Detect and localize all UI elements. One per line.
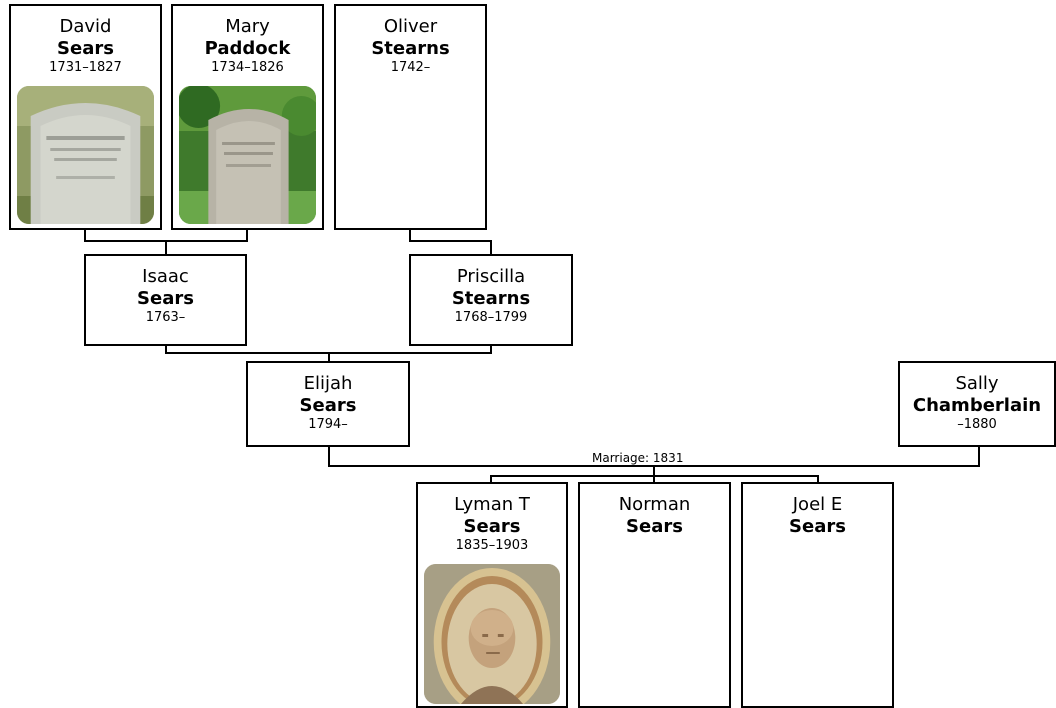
person-given-name: Sally xyxy=(955,373,999,394)
connector-line xyxy=(490,345,492,354)
person-given-name: Norman xyxy=(618,494,691,515)
person-card-oliver-stearns[interactable]: Oliver Stearns 1742– xyxy=(334,4,487,230)
connector-line xyxy=(328,352,330,362)
connector-line xyxy=(978,446,980,467)
person-card-isaac-sears[interactable]: Isaac Sears 1763– xyxy=(84,254,247,346)
connector-line xyxy=(328,446,330,467)
person-surname: Chamberlain xyxy=(912,395,1042,416)
person-given-name: David xyxy=(59,16,112,37)
gravestone-photo xyxy=(179,86,316,224)
person-dates: 1835–1903 xyxy=(455,538,529,553)
person-given-name: Oliver xyxy=(383,16,438,37)
connector-line xyxy=(409,229,411,242)
person-dates: –1880 xyxy=(957,417,997,432)
person-card-david-sears[interactable]: David Sears 1731–1827 xyxy=(9,4,162,230)
connector-line xyxy=(246,229,248,242)
person-dates: 1768–1799 xyxy=(454,310,528,325)
connector-line xyxy=(490,475,492,483)
connector-line xyxy=(165,345,167,354)
person-surname: Stearns xyxy=(371,38,450,59)
person-card-joel-sears[interactable]: Joel E Sears xyxy=(741,482,894,708)
person-dates: 1763– xyxy=(145,310,186,325)
connector-line xyxy=(817,475,819,483)
person-card-elijah-sears[interactable]: Elijah Sears 1794– xyxy=(246,361,410,447)
person-dates: 1794– xyxy=(308,417,348,432)
connector-line xyxy=(409,240,492,242)
person-given-name: Lyman T xyxy=(454,494,530,515)
portrait-photo xyxy=(424,564,560,704)
person-surname: Sears xyxy=(299,395,357,416)
person-card-mary-paddock[interactable]: Mary Paddock 1734–1826 xyxy=(171,4,324,230)
person-card-lyman-sears[interactable]: Lyman T Sears 1835–1903 xyxy=(416,482,568,708)
person-dates: 1734–1826 xyxy=(211,60,284,75)
person-dates: 1731–1827 xyxy=(49,60,122,75)
person-surname: Sears xyxy=(57,38,114,59)
gravestone-photo xyxy=(17,86,154,224)
connector-line xyxy=(653,465,655,477)
connector-line xyxy=(653,475,655,483)
person-given-name: Priscilla xyxy=(456,266,526,287)
person-given-name: Mary xyxy=(225,16,270,37)
person-surname: Paddock xyxy=(204,38,291,59)
person-surname: Sears xyxy=(137,288,194,309)
person-card-norman-sears[interactable]: Norman Sears xyxy=(578,482,731,708)
person-card-sally-chamberlain[interactable]: Sally Chamberlain –1880 xyxy=(898,361,1056,447)
person-surname: Sears xyxy=(626,516,683,537)
person-surname: Sears xyxy=(789,516,846,537)
connector-line xyxy=(165,240,167,255)
person-surname: Stearns xyxy=(451,288,531,309)
person-surname: Sears xyxy=(463,516,521,537)
person-dates: 1742– xyxy=(390,60,431,75)
person-given-name: Elijah xyxy=(303,373,353,394)
person-given-name: Isaac xyxy=(142,266,189,287)
connector-line xyxy=(490,240,492,255)
person-given-name: Joel E xyxy=(792,494,843,515)
marriage-label: Marriage: 1831 xyxy=(590,451,686,465)
person-card-priscilla-stearns[interactable]: Priscilla Stearns 1768–1799 xyxy=(409,254,573,346)
connector-line xyxy=(84,229,86,242)
